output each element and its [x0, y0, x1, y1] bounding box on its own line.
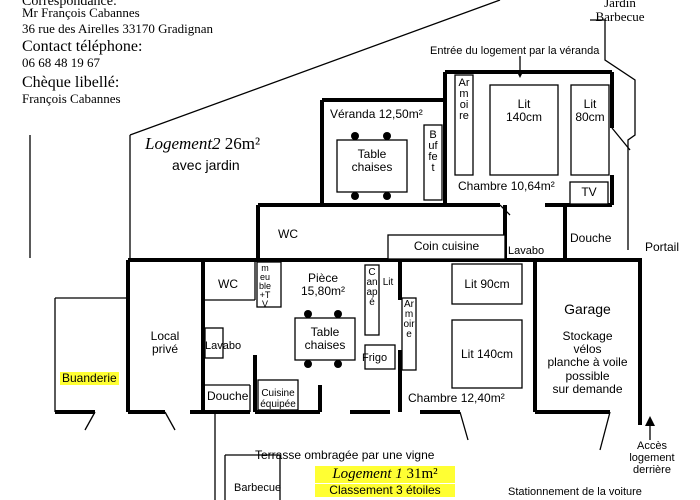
armoire-bottom-label: Armoire [403, 299, 415, 340]
classement-label: Classement 3 étoiles [315, 483, 455, 498]
frigo-box [364, 344, 396, 370]
terrasse-label: Terrasse ombragée par une vigne [255, 448, 435, 462]
bed-140-bottom-label: Lit 140cm [460, 347, 514, 361]
table-bottom [294, 317, 356, 361]
boundary-line [129, 0, 501, 136]
meuble-tv-label: meuble+TV [259, 263, 272, 309]
wc-top-label: WC [278, 227, 298, 241]
garage-title: Garage [564, 301, 611, 317]
cheque-name: François Cabannes [22, 91, 121, 106]
bed-90 [451, 263, 523, 305]
armoire-top [454, 74, 474, 176]
cuisine-equipee-box [257, 379, 299, 411]
phone-number: 06 68 48 19 67 [22, 55, 100, 70]
owner-address: 36 rue des Airelles 33170 Gradignan [22, 21, 213, 36]
logement2-subtitle: avec jardin [172, 157, 240, 173]
douche-top-label: Douche [570, 231, 612, 245]
logement2-title: Logement2 26m² [145, 134, 261, 153]
canape-label: Canapé [366, 267, 378, 308]
phone-heading: Contact téléphone: [22, 38, 143, 55]
barbecue-bottom-label: Barbecue [234, 482, 282, 494]
bed-80 [570, 84, 610, 176]
lit-canape-label: Lit [382, 277, 394, 288]
coin-cuisine-label: Coin cuisine [413, 239, 480, 253]
buffet-label: Buffet [428, 129, 438, 174]
bed-140-bottom [451, 319, 523, 389]
table-top [336, 139, 408, 193]
canape-lit [364, 264, 380, 336]
frigo-label: Frigo [362, 352, 388, 364]
buanderie-label: Buanderie [60, 371, 119, 386]
cheque-heading: Chèque libellé: [22, 74, 120, 91]
owner-name: Mr François Cabannes [22, 5, 140, 20]
garage-details: Stockage vélos planche à voile possible … [547, 329, 628, 396]
armoire-top-label: Armoire [458, 77, 470, 122]
correspondence-heading: Correspondance: [22, 0, 117, 9]
bed-90-label: Lit 90cm [464, 277, 510, 291]
tv-top-label: TV [581, 185, 597, 199]
lavabo-bottom-label: Lavabo [205, 340, 242, 352]
chambre-1064-label: Chambre 10,64m² [458, 179, 555, 193]
buffet [423, 124, 443, 201]
chambre-1240-label: Chambre 12,40m² [408, 391, 505, 405]
bed-140-top [489, 84, 559, 176]
wc-bottom-label: WC [218, 277, 238, 291]
coin-cuisine [387, 234, 506, 260]
lavabo-top-label: Lavabo [508, 245, 545, 257]
logement1-title: Logement 1 31m² [315, 466, 455, 483]
entrance-note: Entrée du logement par la véranda [430, 45, 600, 57]
veranda-label: Véranda 12,50m² [330, 107, 423, 121]
armoire-bottom [401, 297, 417, 371]
meuble-tv [256, 261, 282, 308]
portail-label: Portail [645, 240, 680, 254]
douche-bottom-label: Douche [207, 389, 249, 403]
tv-top [569, 181, 609, 205]
stationnement-label: Stationnement de la voiture [508, 486, 642, 498]
